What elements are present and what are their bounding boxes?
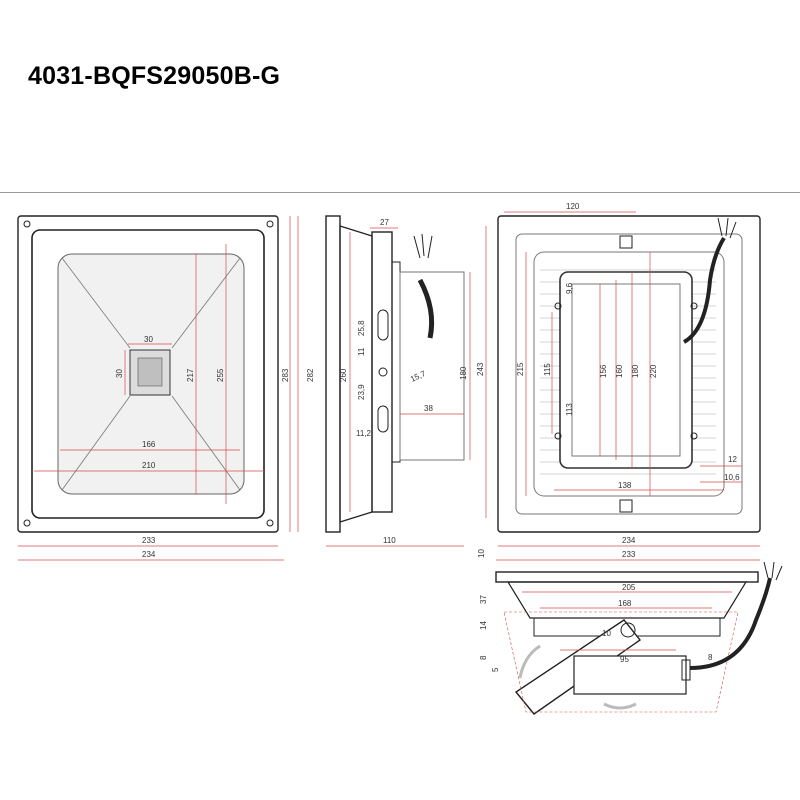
cable-wires [763, 561, 783, 581]
side-heatsink [371, 231, 393, 513]
dim-back-113: 113 [565, 403, 574, 416]
screw-icon [554, 302, 562, 310]
dim-bottom-8: 8 [708, 653, 713, 662]
dim-back-156: 156 [599, 364, 608, 378]
bottom-view: 10 233 205 37 168 14 10 8 95 8 5 [477, 549, 783, 715]
bottom-body [506, 581, 748, 619]
dim-bottom-168: 168 [618, 599, 632, 608]
dim-side-11: 11 [357, 347, 366, 356]
front-groove [171, 257, 241, 349]
dim-front-255: 255 [216, 368, 225, 382]
side-bolt-icon [378, 367, 388, 377]
dim-side-27: 27 [380, 218, 389, 227]
dim-bottom-5: 5 [491, 667, 500, 672]
dim-back-215: 215 [516, 362, 525, 376]
dim-side-38: 38 [424, 404, 433, 413]
dim-front-210: 210 [142, 461, 156, 470]
bottom-frame [495, 571, 759, 583]
screw-icon [690, 432, 698, 440]
front-groove [171, 395, 241, 491]
dim-side-282: 282 [306, 368, 315, 382]
cable-wires [717, 217, 737, 239]
dim-back-138: 138 [618, 481, 632, 490]
dim-side-110: 110 [383, 536, 396, 545]
bottom-cable [689, 577, 772, 670]
side-driver-box [399, 271, 465, 461]
back-tab-bottom [619, 499, 633, 513]
bracket-pivot-icon [620, 622, 636, 638]
bottom-driver [573, 655, 687, 695]
dim-back-160: 160 [615, 364, 624, 378]
front-view: 30 30 217 255 166 210 233 234 283 [17, 215, 291, 561]
dim-front-283: 283 [281, 368, 290, 382]
dim-front-217: 217 [186, 368, 195, 382]
rotate-arrow-icon [603, 702, 637, 710]
side-slot [377, 309, 389, 341]
screw-icon [266, 519, 274, 527]
rotate-arrow-icon [518, 644, 541, 679]
side-view: 282 260 27 25,8 11 23,9 15,7 11,2 38 180… [297, 215, 471, 547]
dim-back-120: 120 [566, 202, 580, 211]
back-tab-top [619, 235, 633, 249]
dim-back-12: 12 [728, 455, 737, 464]
dim-front-234: 234 [142, 550, 156, 559]
dim-back-243: 243 [476, 362, 485, 376]
side-bracket [391, 261, 401, 463]
dim-bottom-95: 95 [620, 655, 629, 664]
dim-bottom-37: 37 [479, 595, 488, 604]
dim-front-233: 233 [142, 536, 156, 545]
dim-back-9-6: 9,6 [565, 282, 574, 294]
back-heatsink [533, 251, 725, 497]
back-driver-cover [559, 271, 693, 469]
dim-back-10-6: 10,6 [724, 473, 740, 482]
dim-bottom-233: 233 [622, 550, 636, 559]
dim-bottom-8b: 8 [479, 655, 488, 660]
dim-front-30: 30 [144, 335, 153, 344]
screw-icon [690, 302, 698, 310]
dim-bottom-10b: 10 [602, 629, 611, 638]
dim-side-15-7: 15,7 [409, 369, 427, 384]
front-groove [61, 257, 131, 349]
dim-bottom-205: 205 [622, 583, 636, 592]
front-outer-frame [17, 215, 279, 533]
side-cable [417, 278, 435, 339]
dim-bottom-10: 10 [477, 549, 486, 558]
screw-icon [554, 432, 562, 440]
title-divider [0, 192, 800, 193]
dim-side-23-9: 23,9 [357, 384, 366, 400]
back-outer-frame [497, 215, 761, 533]
cable-wires [413, 233, 433, 259]
page-title: 4031-BQFS29050B-G [28, 62, 281, 90]
dim-side-11-2: 11,2 [356, 429, 372, 438]
dim-front-30v: 30 [115, 369, 124, 378]
back-view: 120 243 215 9,6 115 113 156 160 180 220 … [476, 202, 761, 547]
side-front-plate [325, 215, 341, 533]
dim-side-25-8: 25,8 [357, 320, 366, 336]
front-groove [61, 395, 131, 491]
side-slot [377, 405, 389, 433]
dim-bottom-14: 14 [479, 621, 488, 630]
screw-icon [23, 519, 31, 527]
dim-side-180: 180 [459, 366, 468, 380]
back-plate [515, 233, 743, 515]
back-driver-inner [571, 283, 681, 457]
screw-icon [23, 220, 31, 228]
dim-front-166: 166 [142, 440, 156, 449]
led-array [137, 357, 163, 387]
dim-side-260: 260 [339, 368, 348, 382]
screw-icon [266, 220, 274, 228]
back-cable [682, 236, 726, 344]
front-bezel [31, 229, 265, 519]
dim-back-220: 220 [649, 364, 658, 378]
rotation-outline [503, 611, 739, 713]
dim-back-180: 180 [631, 364, 640, 378]
dim-back-234: 234 [622, 536, 636, 545]
dim-back-115: 115 [543, 363, 552, 376]
